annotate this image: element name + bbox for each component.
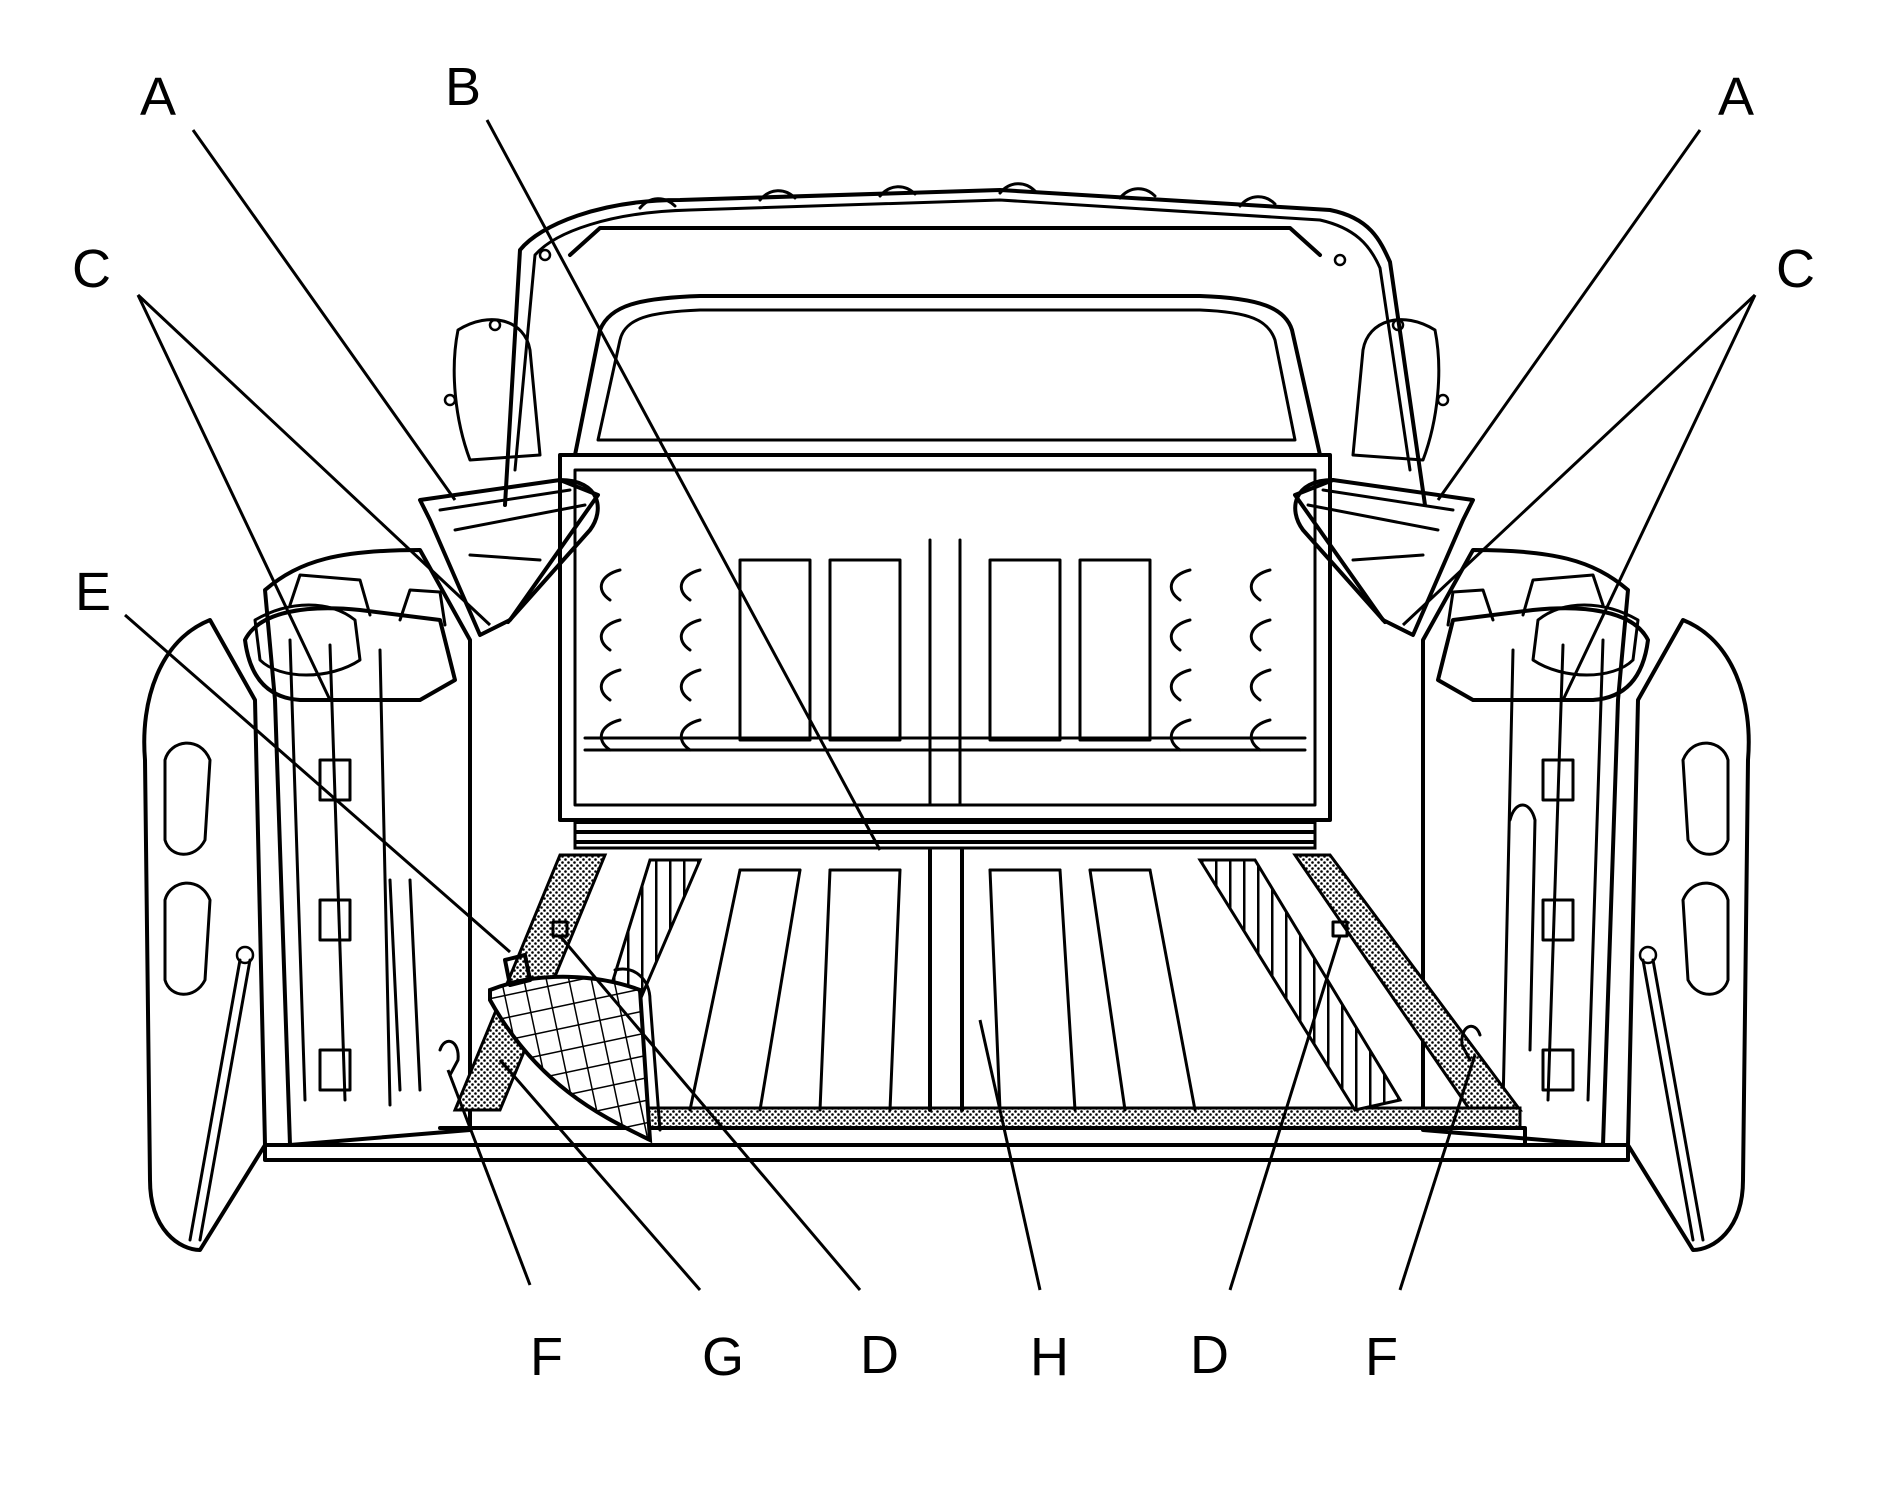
cargo-hook-left [438, 1039, 460, 1077]
bed-floor [288, 848, 1527, 1147]
cargo-hook-right [1460, 1024, 1482, 1062]
storage-box-right [1436, 573, 1650, 702]
side-wall-right [1421, 548, 1640, 1147]
top-rail-right [1293, 478, 1475, 637]
storage-box-left [243, 573, 457, 702]
label-e: E [75, 562, 111, 622]
side-wall-left [253, 548, 472, 1147]
label-h: H [1030, 1327, 1069, 1387]
label-f-left: F [530, 1327, 563, 1387]
label-d-right: D [1190, 1325, 1229, 1385]
front-bed-wall [558, 453, 1332, 850]
top-rail-left [418, 478, 600, 637]
label-g: G [702, 1327, 744, 1387]
cab [443, 182, 1450, 507]
tailgate-edge [263, 1143, 1630, 1162]
label-c-right: C [1776, 239, 1815, 299]
label-d-left: D [860, 1325, 899, 1385]
body-side-right [1626, 618, 1751, 1252]
label-f-right: F [1365, 1327, 1398, 1387]
label-a-left: A [140, 67, 176, 127]
label-a-right: A [1718, 67, 1754, 127]
body-side-left [142, 618, 267, 1252]
cargo-net [488, 953, 662, 1144]
leader-lines [124, 119, 1757, 1291]
label-b: B [445, 57, 481, 117]
label-c-left: C [72, 239, 111, 299]
